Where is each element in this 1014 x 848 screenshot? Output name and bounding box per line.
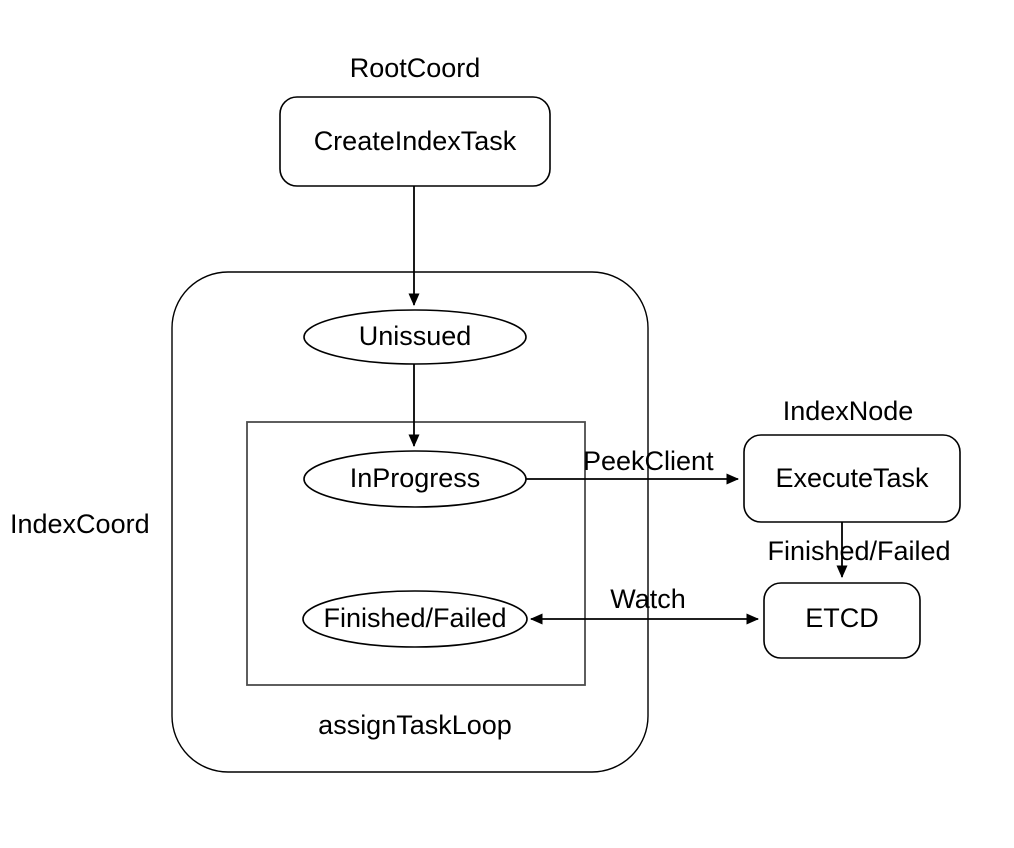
node-etcd[interactable]: ETCD [763,582,921,659]
node-finished-failed[interactable]: Finished/Failed [302,590,528,648]
node-finished-failed-shape[interactable] [302,590,528,648]
group-index-coord [171,271,649,773]
edge-label-finished-failed: Finished/Failed [767,536,950,566]
node-finished-failed-label: Finished/Failed [323,603,506,633]
node-in-progress-shape[interactable] [303,450,527,508]
node-create-index-task-label: CreateIndexTask [314,126,517,156]
node-etcd-shape[interactable] [763,582,921,659]
group-label-root-coord: RootCoord [350,53,481,83]
edge-label-watch: Watch [610,584,686,614]
group-assign-task-loop [246,421,586,686]
node-create-index-task[interactable]: CreateIndexTask [279,96,551,187]
node-unissued-label: Unissued [359,321,472,351]
edge-label-peek-client: PeekClient [583,446,714,476]
node-execute-task-label: ExecuteTask [775,463,929,493]
node-execute-task[interactable]: ExecuteTask [743,434,961,523]
node-in-progress[interactable]: InProgress [303,450,527,508]
node-create-index-task-shape[interactable] [279,96,551,187]
group-label-index-coord: IndexCoord [10,509,150,539]
node-in-progress-label: InProgress [350,463,481,493]
node-execute-task-shape[interactable] [743,434,961,523]
node-unissued-shape[interactable] [303,309,527,365]
node-unissued[interactable]: Unissued [303,309,527,365]
group-label-index-node: IndexNode [783,396,914,426]
node-etcd-label: ETCD [805,603,879,633]
group-label-assign-task-loop: assignTaskLoop [318,710,512,740]
